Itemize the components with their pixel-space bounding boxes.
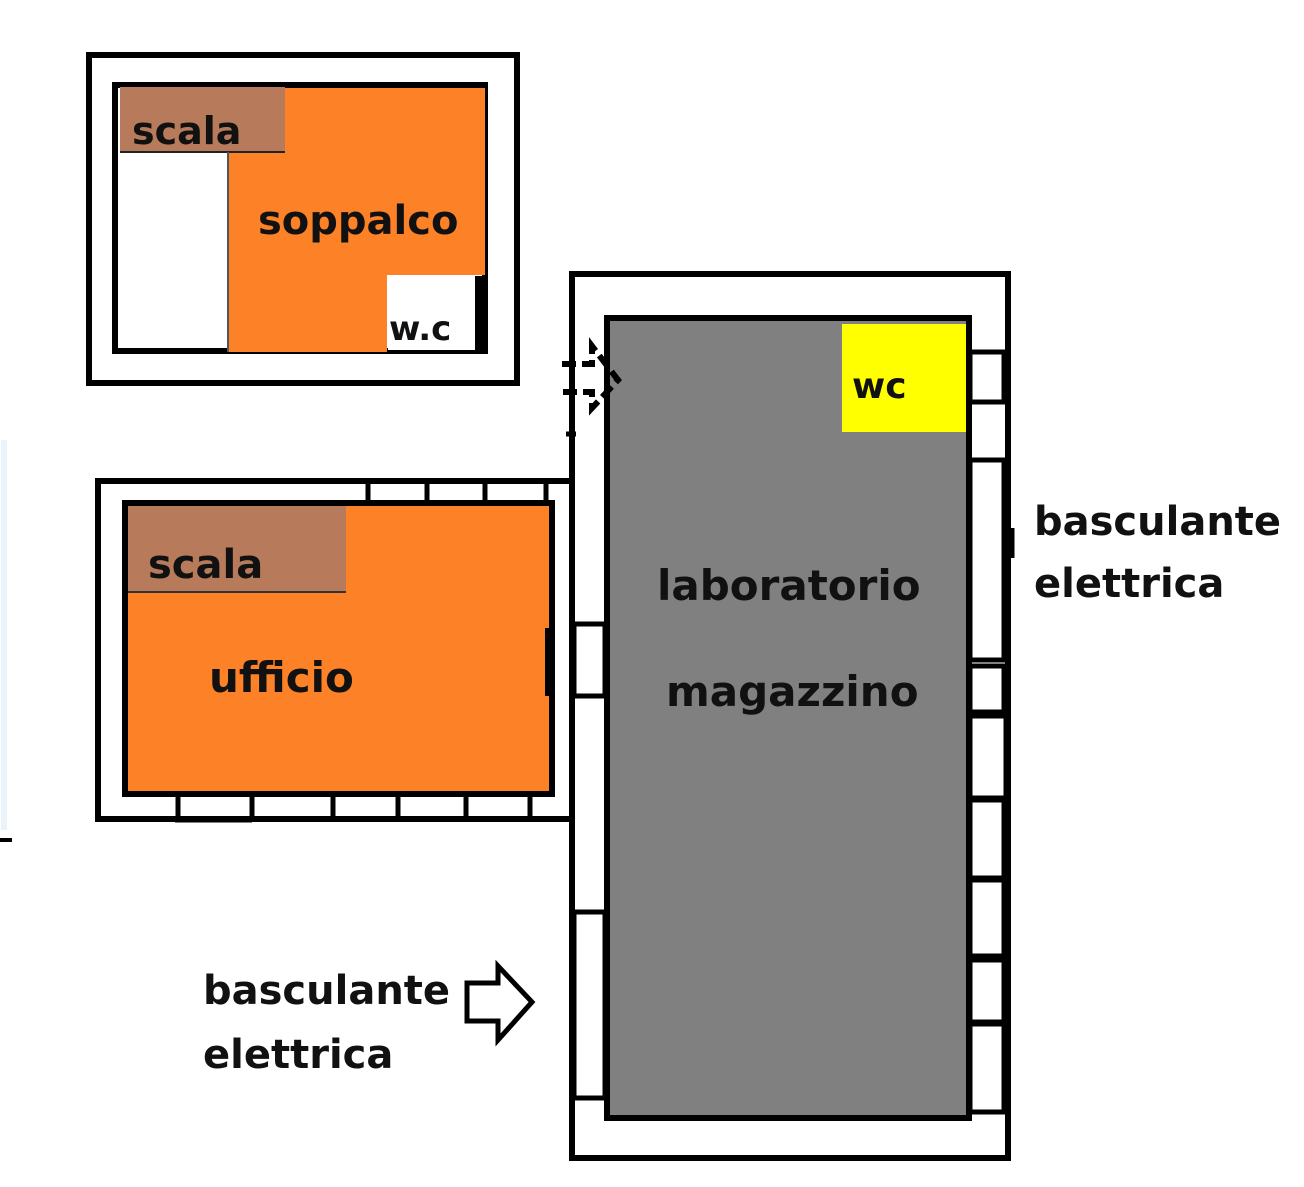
right-door-callout: basculante elettrica xyxy=(1034,499,1281,607)
left-door-label-line2: elettrica xyxy=(203,1032,393,1078)
mezzanine-wc-label: w.c xyxy=(389,309,451,349)
magazzino-label: magazzino xyxy=(666,667,919,716)
mezzanine-wc xyxy=(388,276,478,350)
door-arrow-icon xyxy=(464,959,536,1047)
office-plan: scala ufficio xyxy=(95,478,576,823)
workshop-right-windows xyxy=(967,349,1009,1115)
mezzanine-plan: scala soppalco w.c xyxy=(86,52,520,386)
workshop-plan: laboratorio magazzino wc xyxy=(562,271,1015,1161)
office-bottom-windows xyxy=(175,796,533,823)
mezzanine-stair-label: scala xyxy=(132,109,241,153)
office-stair-label: scala xyxy=(148,542,263,588)
workshop-wc xyxy=(842,324,966,434)
mezzanine-stair xyxy=(120,87,285,152)
office-stair xyxy=(128,506,346,592)
ufficio-label: ufficio xyxy=(209,653,354,702)
left-door-callout: basculante elettrica xyxy=(203,959,536,1078)
right-door-label-line1: basculante xyxy=(1034,499,1281,545)
left-edge-marks xyxy=(0,440,12,842)
laboratorio-label: laboratorio xyxy=(657,561,921,610)
entry-arrow-icon xyxy=(562,337,622,437)
workshop-wc-label: wc xyxy=(852,366,907,407)
office-top-windows xyxy=(365,483,549,503)
soppalco-room xyxy=(229,88,485,352)
right-door-label-line2: elettrica xyxy=(1034,561,1224,607)
laboratorio-magazzino-room xyxy=(604,315,972,1121)
left-door-label-line1: basculante xyxy=(203,968,450,1014)
soppalco-label: soppalco xyxy=(258,198,458,244)
workshop-left-windows xyxy=(571,621,608,1101)
